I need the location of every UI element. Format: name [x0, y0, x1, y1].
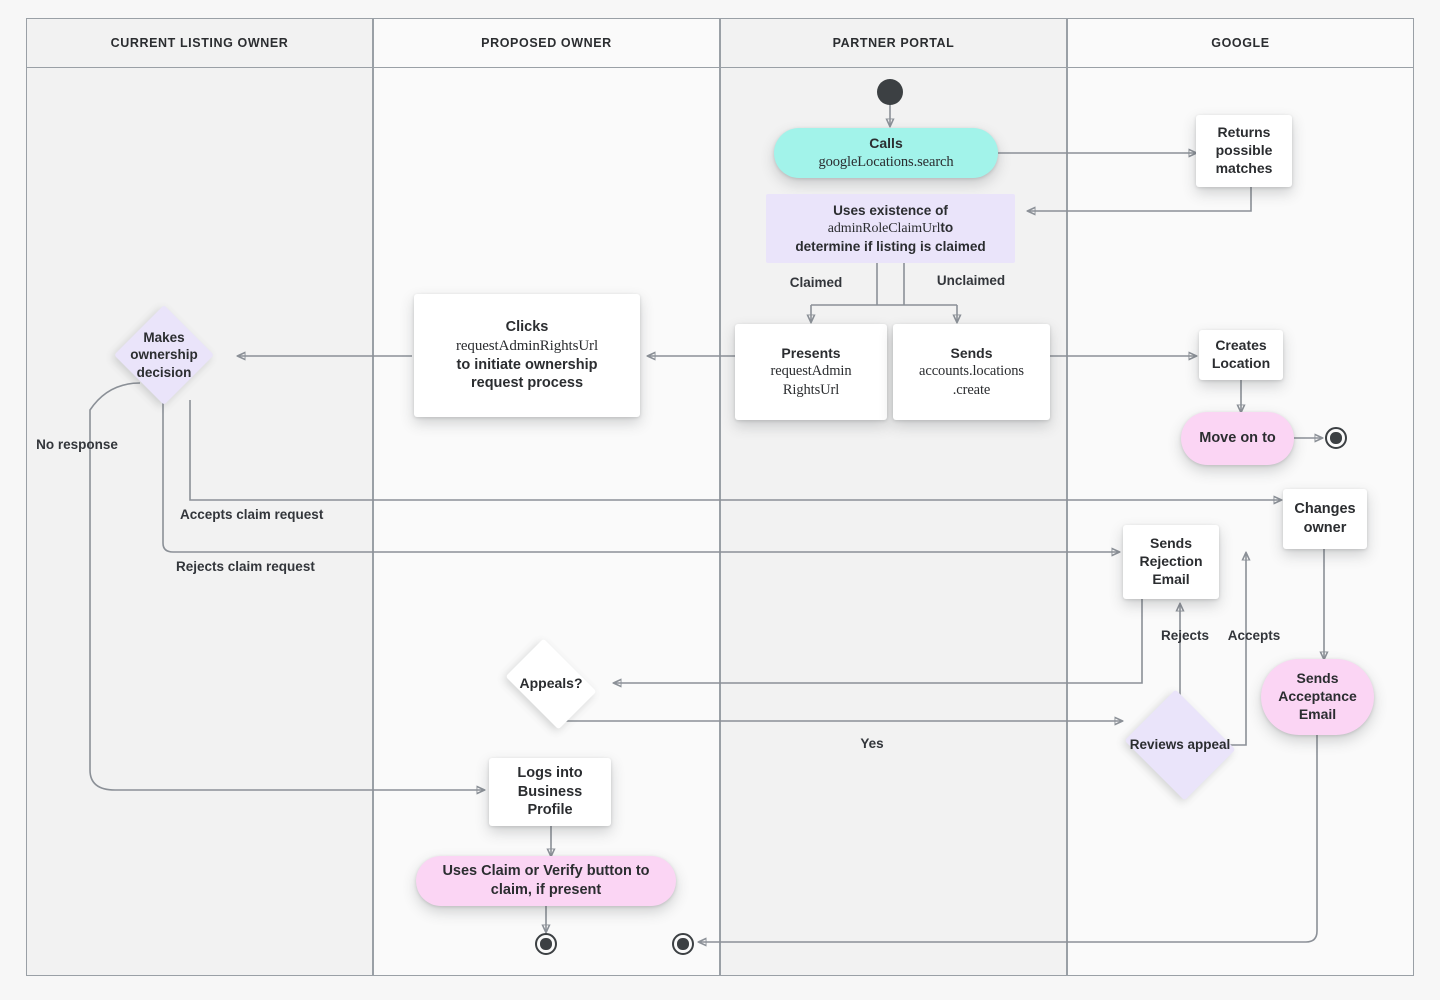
- start-node-dot: [877, 79, 903, 105]
- node-appeals-decision[interactable]: Appeals?: [498, 638, 604, 730]
- node-label: Makes ownership decision: [130, 330, 198, 380]
- end-node-dot: [1330, 432, 1342, 444]
- node-sends-accounts-locations-create[interactable]: Sends accounts.locations .create: [893, 324, 1050, 420]
- node-label: Uses Claim or Verify button to claim, if…: [442, 863, 650, 898]
- node-changes-owner[interactable]: Changes owner: [1283, 489, 1367, 549]
- edge-label-unclaimed: Unclaimed: [936, 273, 1006, 288]
- end-node-dot: [540, 938, 552, 950]
- node-label: Sends Acceptance Email: [1278, 670, 1357, 722]
- node-line-3: RightsUrl: [782, 381, 840, 398]
- node-line-2-row: adminRoleClaimUrlto: [828, 219, 953, 238]
- node-line-2: requestAdmin: [770, 363, 852, 380]
- edge-label-rejects: Rejects: [1160, 628, 1210, 643]
- node-label: Appeals?: [519, 675, 583, 692]
- node-calls-google-locations-search[interactable]: Calls googleLocations.search: [774, 128, 998, 178]
- node-reviews-appeal[interactable]: Reviews appeal: [1120, 689, 1240, 801]
- node-line-1: Uses existence of: [833, 202, 948, 218]
- node-line-4: determine if listing is claimed: [795, 238, 986, 254]
- node-creates-location[interactable]: Creates Location: [1199, 330, 1283, 380]
- node-line-1: Calls: [869, 134, 903, 151]
- edge-label-rejects-claim-request: Rejects claim request: [176, 559, 315, 574]
- node-line-2: accounts.locations: [919, 363, 1024, 380]
- node-line-3: to initiate ownership: [456, 356, 598, 373]
- lane-header-label: GOOGLE: [1211, 36, 1270, 50]
- node-line-4: request process: [470, 375, 584, 392]
- node-uses-claim-or-verify-button[interactable]: Uses Claim or Verify button to claim, if…: [416, 856, 676, 906]
- node-line-2: adminRoleClaimUrl: [827, 221, 941, 237]
- lane-header-label: PARTNER PORTAL: [832, 36, 955, 50]
- node-line-2: googleLocations.search: [818, 153, 954, 170]
- lane-header-proposed-owner: PROPOSED OWNER: [373, 18, 720, 68]
- lane-body-proposed-owner: [373, 68, 720, 976]
- node-label: Creates Location: [1211, 337, 1271, 371]
- node-line-3: .create: [952, 381, 991, 398]
- end-node-google: [1325, 427, 1347, 449]
- edge-label-no-response: No response: [36, 437, 118, 452]
- node-makes-ownership-decision[interactable]: Makes ownership decision: [114, 305, 214, 405]
- node-label: Sends Rejection Email: [1139, 535, 1203, 587]
- node-clicks-request-admin-rights-url[interactable]: Clicks requestAdminRightsUrl to initiate…: [414, 294, 640, 417]
- node-line-1: Sends: [950, 344, 993, 361]
- node-sends-rejection-email[interactable]: Sends Rejection Email: [1123, 525, 1219, 599]
- node-label: Move on to: [1199, 430, 1276, 447]
- edge-label-accepts: Accepts: [1227, 628, 1281, 643]
- end-node-dot: [677, 938, 689, 950]
- node-line-3: to: [940, 220, 954, 236]
- node-line-2: requestAdminRightsUrl: [455, 337, 599, 354]
- node-label: Returns possible matches: [1215, 124, 1273, 176]
- edge-label-yes: Yes: [860, 736, 884, 751]
- lane-header-partner-portal: PARTNER PORTAL: [720, 18, 1067, 68]
- node-uses-existence-admin-role-claim-url[interactable]: Uses existence of adminRoleClaimUrlto de…: [766, 194, 1015, 263]
- node-move-on-to[interactable]: Move on to: [1181, 412, 1294, 465]
- edge-label-claimed: Claimed: [789, 275, 843, 290]
- lane-header-label: CURRENT LISTING OWNER: [110, 36, 289, 50]
- node-label: Logs into Business Profile: [517, 765, 583, 819]
- end-node-proposed-owner: [535, 933, 557, 955]
- start-node: [877, 79, 903, 105]
- edge-label-accepts-claim-request: Accepts claim request: [180, 507, 324, 522]
- lane-header-current-listing-owner: CURRENT LISTING OWNER: [26, 18, 373, 68]
- node-sends-acceptance-email[interactable]: Sends Acceptance Email: [1261, 659, 1374, 735]
- node-presents-request-admin-rights-url[interactable]: Presents requestAdmin RightsUrl: [735, 324, 887, 420]
- node-logs-into-business-profile[interactable]: Logs into Business Profile: [489, 758, 611, 826]
- lane-header-google: GOOGLE: [1067, 18, 1414, 68]
- lane-header-label: PROPOSED OWNER: [481, 36, 612, 50]
- node-label: Reviews appeal: [1129, 737, 1231, 753]
- node-line-1: Presents: [781, 344, 841, 361]
- node-label: Changes owner: [1294, 501, 1356, 536]
- end-node-partner-portal: [672, 933, 694, 955]
- node-returns-possible-matches[interactable]: Returns possible matches: [1196, 115, 1292, 187]
- node-line-1: Clicks: [505, 319, 549, 336]
